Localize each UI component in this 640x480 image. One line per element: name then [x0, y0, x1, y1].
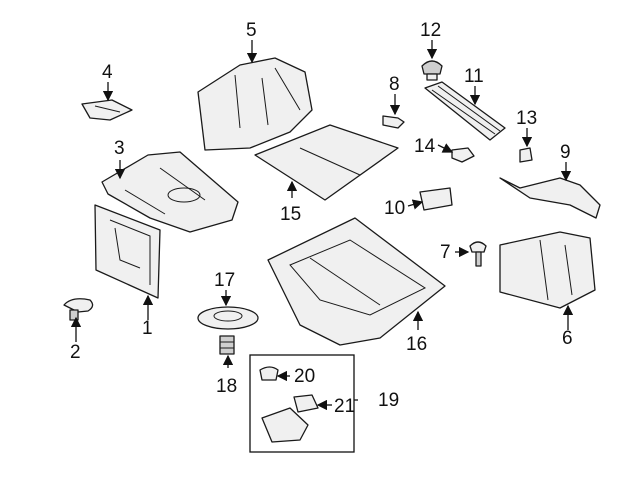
callout-9: 9 [560, 142, 571, 163]
kit-box [249, 354, 355, 453]
part-rail [499, 177, 601, 219]
part-side-liner [197, 57, 313, 151]
part-floor-board [254, 124, 399, 201]
callout-8: 8 [389, 74, 400, 95]
part-push-pin [469, 241, 487, 267]
callout-1: 1 [142, 318, 153, 339]
leader-lines [70, 40, 574, 411]
part-cover [261, 407, 309, 443]
callout-5: 5 [246, 20, 257, 41]
part-fastener [451, 147, 475, 163]
callout-12: 12 [420, 20, 441, 41]
callout-6: 6 [562, 328, 573, 349]
callout-13: 13 [516, 108, 537, 129]
part-floor-tray [101, 151, 239, 233]
part-knob [259, 366, 279, 381]
part-bolt [219, 335, 235, 355]
callout-16: 16 [406, 334, 427, 355]
callout-19: 19 [378, 390, 399, 411]
part-block [293, 394, 319, 413]
callout-2: 2 [70, 342, 81, 363]
callouts: 1 2 3 4 5 6 7 8 9 10 11 12 13 14 15 16 1… [70, 20, 573, 417]
callout-7: 7 [440, 242, 451, 263]
part-tire-well [267, 217, 446, 346]
part-screw [382, 115, 405, 129]
callout-15: 15 [280, 204, 301, 225]
part-vent-grille [424, 81, 506, 141]
part-push-clip [63, 298, 94, 321]
callout-17: 17 [214, 270, 235, 291]
part-bracket [81, 99, 133, 121]
part-rear-trim [499, 231, 596, 309]
part-side-panel [94, 204, 161, 299]
part-latch [419, 187, 453, 211]
callout-14: 14 [414, 136, 436, 157]
part-support-plate [197, 306, 259, 330]
callout-11: 11 [464, 66, 484, 87]
callout-3: 3 [114, 138, 125, 159]
callout-10: 10 [384, 198, 405, 219]
callout-21: 21 [334, 396, 355, 417]
callout-20: 20 [294, 366, 315, 387]
part-bumper-stop [421, 60, 443, 81]
callout-4: 4 [102, 62, 113, 83]
callout-18: 18 [216, 376, 237, 397]
part-clip [519, 147, 533, 163]
